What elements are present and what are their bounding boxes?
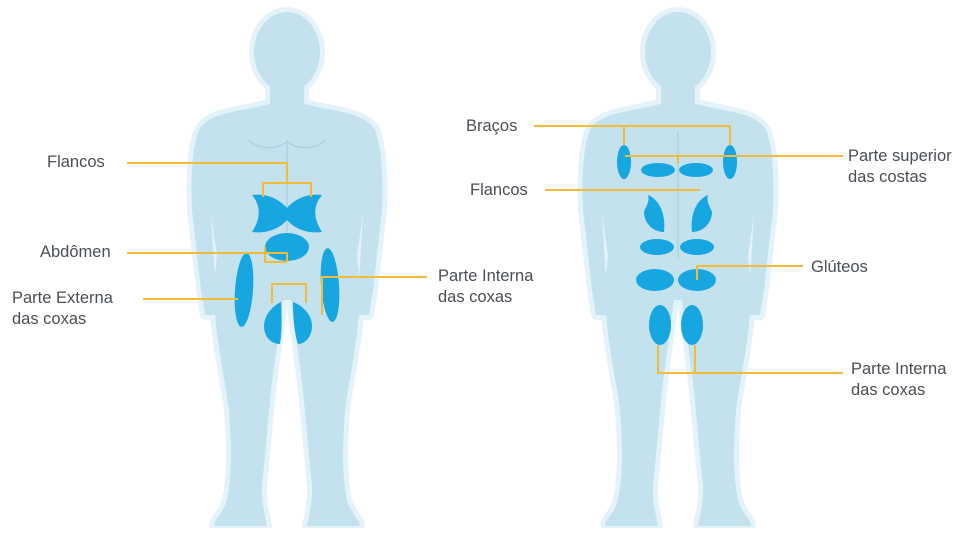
label-flancos-back-text: Flancos: [470, 180, 528, 201]
label-flancos-front-text: Flancos: [47, 152, 105, 173]
back-inner-thigh-left-spot: [649, 305, 671, 345]
back-inner-thigh-right-spot: [681, 305, 703, 345]
arm-right-spot: [723, 145, 737, 179]
upper-back-right-spot: [679, 163, 713, 177]
label-flancos-front: Flancos: [47, 152, 105, 173]
label-parte-interna-front-line2: das coxas: [438, 287, 533, 308]
label-bracos: Braços: [466, 116, 517, 137]
arm-left-spot: [617, 145, 631, 179]
label-parte-superior-line2: das costas: [848, 167, 952, 188]
label-parte-interna-back-line1: Parte Interna: [851, 359, 946, 380]
label-gluteos-text: Glúteos: [811, 257, 868, 278]
gluteo-upper-right-spot: [680, 239, 714, 255]
label-parte-interna-front: Parte Interna das coxas: [438, 266, 533, 308]
back-figure: [534, 12, 843, 526]
label-parte-interna-back: Parte Interna das coxas: [851, 359, 946, 401]
upper-back-left-spot: [641, 163, 675, 177]
label-bracos-text: Braços: [466, 116, 517, 137]
label-gluteos: Glúteos: [811, 257, 868, 278]
gluteo-upper-left-spot: [640, 239, 674, 255]
label-parte-superior-line1: Parte superior: [848, 146, 952, 167]
label-flancos-back: Flancos: [470, 180, 528, 201]
front-figure: [127, 12, 427, 526]
label-abdomen-text: Abdômen: [40, 242, 111, 263]
label-parte-interna-back-line2: das coxas: [851, 380, 946, 401]
label-parte-externa: Parte Externa das coxas: [12, 288, 113, 330]
label-parte-interna-front-line1: Parte Interna: [438, 266, 533, 287]
label-parte-superior-costas: Parte superior das costas: [848, 146, 952, 188]
label-abdomen: Abdômen: [40, 242, 111, 263]
label-parte-externa-line2: das coxas: [12, 309, 113, 330]
label-parte-externa-line1: Parte Externa: [12, 288, 113, 309]
gluteo-lower-left-spot: [636, 269, 674, 291]
